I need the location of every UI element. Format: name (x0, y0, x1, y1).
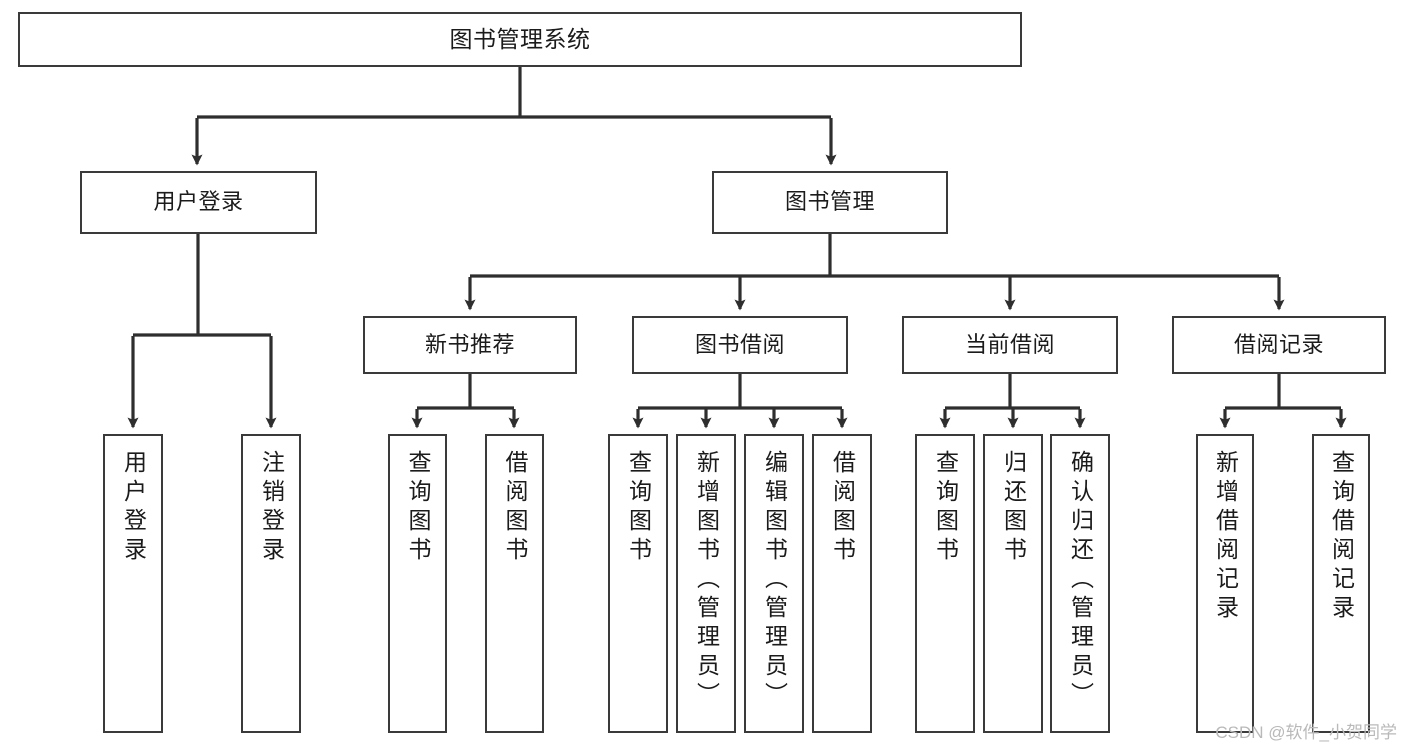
leaf-user-logout[interactable]: 注销登录 (241, 434, 301, 733)
node-label: 新增借阅记录 (1212, 450, 1239, 624)
leaf-borrow-add-book[interactable]: 新增图书（管理员） (676, 434, 736, 733)
node-label: 注销登录 (258, 450, 285, 566)
node-label: 查询借阅记录 (1328, 450, 1355, 624)
node-label: 用户登录 (120, 450, 147, 566)
node-borrow-record[interactable]: 借阅记录 (1172, 316, 1386, 374)
node-label: 编辑图书（管理员） (761, 450, 788, 711)
node-label: 查询图书 (932, 450, 959, 566)
node-new-book-rec[interactable]: 新书推荐 (363, 316, 577, 374)
node-label: 图书管理系统 (449, 26, 591, 53)
node-label: 借阅图书 (502, 450, 528, 566)
node-book-manage[interactable]: 图书管理 (712, 171, 948, 234)
leaf-borrow-query-book[interactable]: 查询图书 (608, 434, 668, 733)
node-label: 确认归还（管理员） (1067, 450, 1094, 711)
node-book-borrow[interactable]: 图书借阅 (632, 316, 848, 374)
node-user-login[interactable]: 用户登录 (80, 171, 317, 234)
leaf-record-search[interactable]: 查询借阅记录 (1312, 434, 1370, 733)
leaf-borrow-lend-book[interactable]: 借阅图书 (812, 434, 872, 733)
leaf-current-return-book[interactable]: 归还图书 (983, 434, 1043, 733)
node-label: 查询图书 (625, 450, 652, 566)
leaf-borrow-edit-book[interactable]: 编辑图书（管理员） (744, 434, 804, 733)
node-current-borrow[interactable]: 当前借阅 (902, 316, 1118, 374)
leaf-record-add[interactable]: 新增借阅记录 (1196, 434, 1254, 733)
node-label: 新增图书（管理员） (693, 450, 720, 711)
node-label: 图书借阅 (694, 331, 785, 357)
watermark-text: CSDN @软件_小贺同学 (1215, 723, 1397, 742)
node-label: 归还图书 (1000, 450, 1027, 566)
node-label: 新书推荐 (424, 331, 515, 357)
node-label: 借阅图书 (829, 450, 856, 566)
leaf-rec-borrow-book[interactable]: 借阅图书 (485, 434, 544, 733)
node-label: 当前借阅 (964, 331, 1055, 357)
leaf-rec-query-book[interactable]: 查询图书 (388, 434, 447, 733)
node-label: 借阅记录 (1233, 331, 1324, 357)
node-root-system[interactable]: 图书管理系统 (18, 12, 1022, 67)
node-label: 图书管理 (784, 189, 875, 215)
node-label: 用户登录 (153, 189, 244, 215)
node-label: 查询图书 (405, 450, 431, 566)
leaf-user-login[interactable]: 用户登录 (103, 434, 163, 733)
leaf-current-query-book[interactable]: 查询图书 (915, 434, 975, 733)
leaf-current-confirm-return[interactable]: 确认归还（管理员） (1050, 434, 1110, 733)
